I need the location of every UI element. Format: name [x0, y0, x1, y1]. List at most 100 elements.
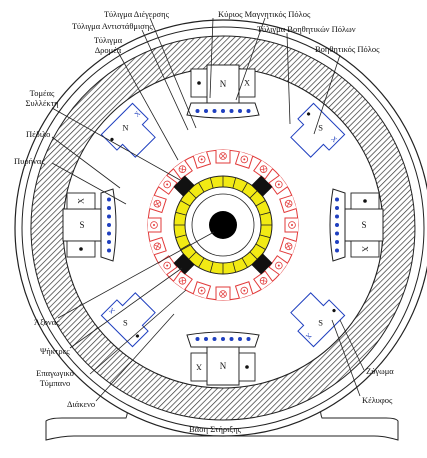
compensation-conductor [229, 337, 234, 341]
pole-core [206, 346, 240, 386]
shaft [209, 211, 237, 239]
field-dot [245, 365, 249, 369]
interpole-mark: S [318, 122, 323, 132]
armature-slot [192, 151, 212, 169]
slot-conductor-dot [163, 180, 171, 189]
compensation-conductor [335, 206, 339, 210]
armature-slot [284, 217, 298, 233]
field-winding-right [350, 240, 380, 258]
slot-conductor-dot [275, 180, 283, 189]
commutator-segment [209, 177, 214, 189]
compensation-conductor [221, 337, 225, 341]
commutator-segment [188, 251, 197, 260]
label-excitation-winding: Τύλιγμα Διέγερσης [104, 9, 169, 19]
commutator-segment [259, 234, 271, 239]
leader-line [331, 319, 361, 397]
label-shaft: Άξονας [34, 317, 60, 327]
armature-slot [192, 281, 212, 299]
slot-dot-mark [243, 289, 246, 292]
slot-outline [149, 194, 167, 214]
brush-block [251, 175, 273, 197]
interpole-dot [332, 308, 336, 313]
slot-dot-mark [291, 224, 293, 226]
commutator-segment [255, 200, 266, 207]
label-armature-winding-2: Δρομέα [94, 45, 122, 55]
brush [173, 175, 195, 197]
slot-dot-mark [166, 183, 169, 186]
slot-dot-mark [166, 264, 169, 267]
compensation-conductor [335, 214, 339, 219]
armature-slot [157, 174, 178, 195]
label-core: Πυρήνας [14, 156, 45, 166]
field-cross: X [77, 198, 86, 204]
label-commutator-1: Τομέας [29, 88, 55, 98]
armature-slot [268, 255, 289, 276]
compensation-conductor [238, 109, 242, 113]
brush [251, 175, 273, 197]
compensation-conductor [195, 109, 200, 113]
interpole-dot [135, 334, 140, 338]
commutator-segment [198, 257, 205, 268]
compensation-conductor [204, 337, 208, 341]
commutator-segment [180, 243, 191, 250]
armature-slot [148, 217, 162, 233]
armature-slot [253, 270, 274, 291]
interpole-mark: S [123, 318, 128, 328]
brush-block [251, 253, 273, 275]
interpole-dot [306, 112, 311, 116]
leader-line [57, 231, 215, 319]
compensation-conductor [107, 223, 111, 227]
label-housing: Κέλυφος [362, 395, 393, 405]
label-brushes: Ψήκτρες [40, 346, 70, 356]
compensation-conductor [335, 248, 339, 253]
label-armature-winding-1: Τύλιγμα [93, 35, 123, 45]
leader-line [209, 17, 214, 99]
interpole-cross: X [304, 331, 313, 340]
armature-slot [149, 194, 167, 214]
armature-slot [234, 281, 254, 299]
compensation-conductor [335, 223, 339, 227]
slot-conductor-cross [284, 242, 293, 251]
slot-conductor-dot [240, 155, 249, 164]
commutator-segment [232, 261, 237, 273]
field-winding-right [66, 192, 96, 210]
slot-cross-mark [179, 277, 186, 284]
compensation-conductor [212, 337, 217, 341]
leader-line [141, 29, 189, 131]
leader-line [286, 32, 291, 125]
compensation-conductor [335, 197, 339, 202]
slot-outline [215, 150, 231, 164]
field-winding-right [190, 352, 208, 382]
interpole-cross: X [133, 109, 142, 118]
slot-outline [279, 194, 297, 214]
brush [251, 253, 273, 275]
field-dot [363, 199, 367, 203]
slot-conductor-cross [219, 152, 227, 160]
brush-block [173, 175, 195, 197]
compensation-conductor [195, 337, 200, 341]
interpole-body [290, 102, 346, 158]
compensation-conductor [107, 240, 111, 244]
slot-cross-mark [154, 200, 161, 207]
label-compensation-winding: Τύλιγμα Αντιστάθμισης [72, 21, 153, 31]
interpole-cross: X [107, 306, 116, 315]
slot-cross-mark [220, 153, 226, 159]
leader-line [117, 51, 179, 161]
leader-line [69, 267, 183, 349]
slot-conductor-cross [259, 165, 268, 173]
field-cross: X [196, 363, 202, 372]
compensation-conductor [107, 197, 111, 202]
leader-line [89, 289, 187, 375]
compensation-conductor [246, 109, 251, 113]
commutator-segment [198, 182, 205, 193]
commutator-segment [255, 243, 266, 250]
leader-line [51, 136, 121, 189]
slot-dot-mark [153, 224, 155, 226]
compensation-conductor [246, 337, 251, 341]
interpole-body [290, 292, 346, 348]
slot-outline [149, 236, 167, 256]
pole-mark: S [361, 220, 366, 230]
slot-cross-mark [260, 166, 267, 173]
slot-outline [172, 270, 193, 291]
